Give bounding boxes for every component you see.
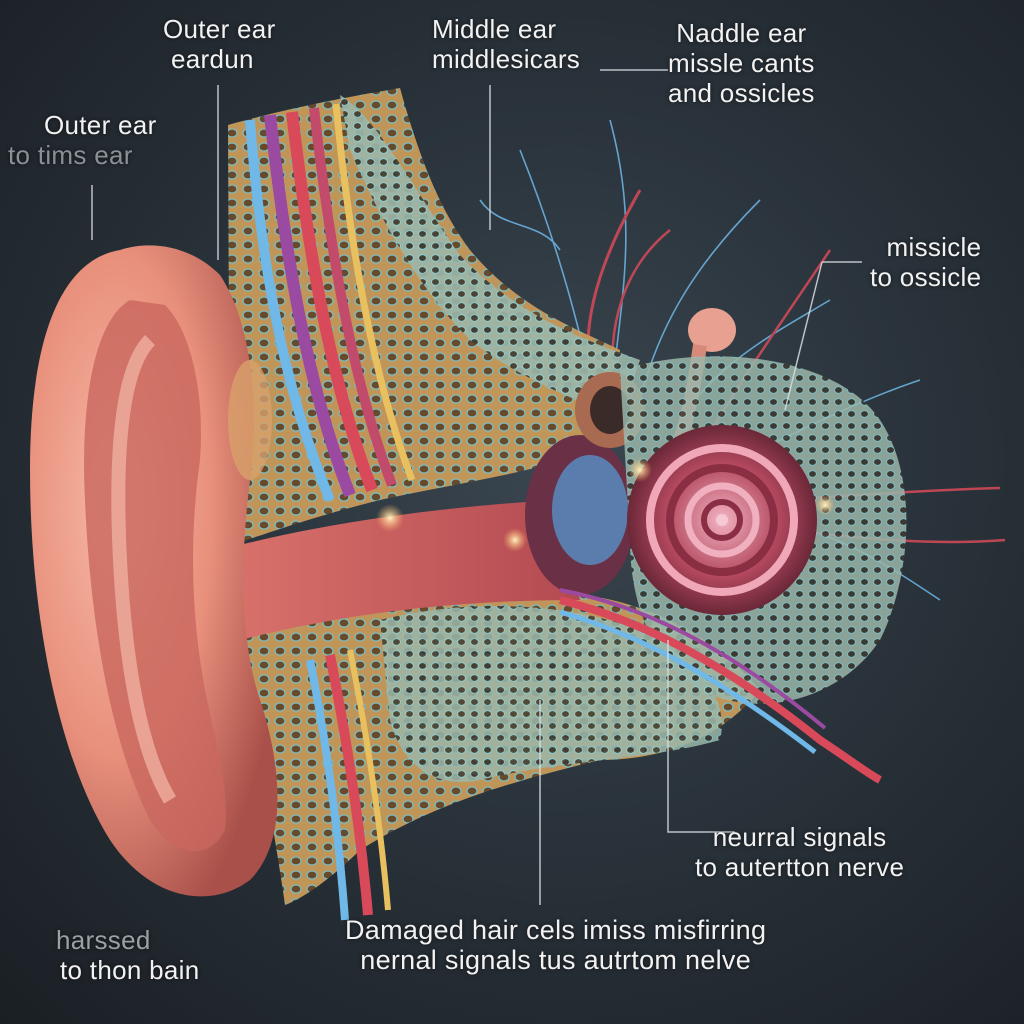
label-line: missicle — [886, 232, 982, 262]
label-line: nernal signals tus autrtom nelve — [360, 945, 752, 975]
label-line: to tims ear — [8, 140, 133, 170]
label-line: to thon bain — [60, 955, 200, 985]
label-line: middlesicars — [432, 44, 581, 74]
label-line: missle cants — [668, 48, 815, 78]
leader-lines — [91, 69, 862, 905]
label-missicle: missicle to ossicle — [870, 232, 981, 292]
label-line: Middle ear — [432, 14, 557, 44]
signal-spark — [503, 528, 527, 552]
label-harssed: harssed to thon bain — [10, 925, 200, 985]
label-line: and ossicles — [668, 78, 815, 108]
label-line: to autertton nerve — [695, 852, 905, 882]
label-line: Outer ear — [163, 14, 276, 44]
temporal-bone-upper — [228, 88, 640, 545]
label-line: Naddle ear — [676, 18, 807, 48]
label-line: eardun — [171, 44, 254, 74]
cochlea — [620, 356, 907, 704]
outer-ear-pinna — [30, 245, 278, 897]
label-middle-ear: Middle ear middlesicars — [432, 14, 580, 74]
temporal-bone-lower — [230, 590, 760, 921]
label-line: Damaged hair cels imiss misfirring — [345, 915, 767, 945]
signal-spark — [376, 504, 404, 532]
ear-canal — [240, 500, 580, 640]
label-line: to ossicle — [870, 262, 982, 292]
label-line: neurral signals — [712, 822, 887, 852]
label-line: Outer ear — [44, 110, 157, 140]
label-line: harssed — [56, 925, 151, 955]
auditory-nerve — [559, 588, 882, 784]
label-naddle-ear: Naddle ear missle cants and ossicles — [668, 18, 815, 108]
label-damaged-hair-cells: Damaged hair cels imiss misfirring nerna… — [345, 915, 766, 975]
signal-spark — [628, 458, 652, 482]
signal-spark — [815, 495, 835, 515]
label-outer-ear-eardrum: Outer ear eardun — [163, 14, 276, 74]
label-outer-ear-left: Outer ear to tims ear — [8, 110, 157, 170]
label-neural-signals: neurral signals to autertton nerve — [695, 822, 904, 882]
